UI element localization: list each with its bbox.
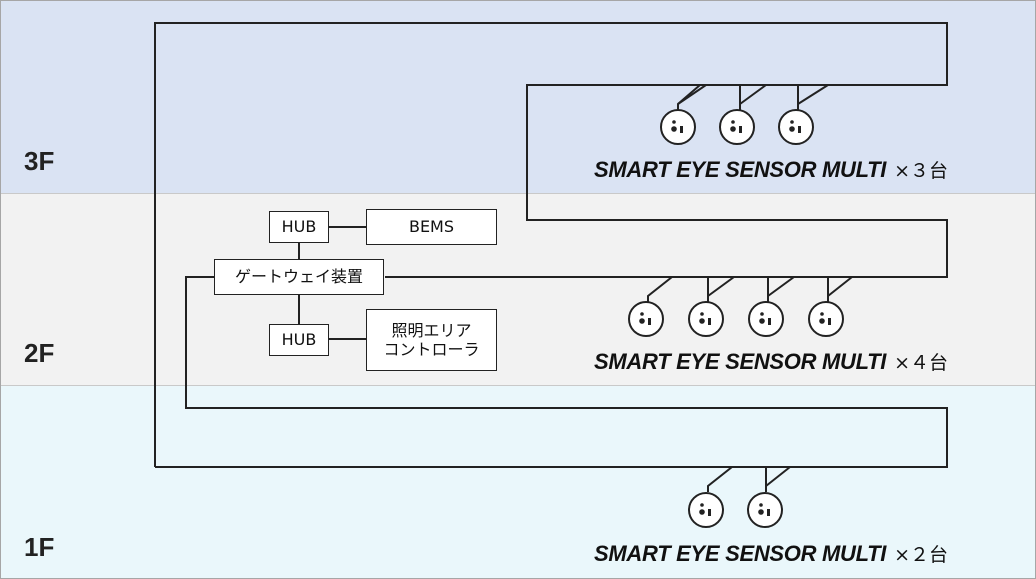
wire-outer-loop [154,22,948,467]
gateway-box: ゲートウェイ装置 [214,259,384,295]
sensors-1f [688,492,783,528]
sensor-3f-1 [660,109,696,145]
wire-2f-chain-4 [827,276,853,297]
sensor-1f-2 [747,492,783,528]
floor-label-1f: 1F [24,532,55,562]
sensor-caption-2f: SMART EYE SENSOR MULTI ×４台 [594,348,948,375]
floor-3f-zone [0,0,1036,193]
lighting-controller-line1: 照明エリア [391,320,472,340]
sensor-2f-2 [688,301,724,337]
wire-3f-chain-4 [797,84,829,105]
sensor-3f-3 [778,109,814,145]
sensor-1f-1 [688,492,724,528]
wire-1f-chain-2 [765,466,791,487]
sensor-count-3f: ×３台 [894,160,948,182]
wire-2f-chain-2 [707,276,769,302]
sensor-2f-1 [628,301,664,337]
sensor-3f-2 [719,109,755,145]
wire-3f-chain-3 [739,84,799,110]
floor-2f-zone [0,193,1036,386]
sensor-name-1f: SMART EYE SENSOR MULTI [594,541,887,566]
floor-label-2f: 2F [24,338,55,368]
sensors-3f [660,109,814,145]
sensor-name-3f: SMART EYE SENSOR MULTI [594,157,887,182]
sensors-2f [628,301,844,337]
wire-3f-chain-2 [677,84,741,110]
bems-box: BEMS [366,209,497,245]
sensor-2f-4 [808,301,844,337]
floor-1f-zone [0,386,1036,579]
hub-top-box: HUB [269,211,329,243]
sensor-name-2f: SMART EYE SENSOR MULTI [594,349,887,374]
wire-1f-chain-1 [707,466,767,492]
wire-2f-chain-3 [767,276,829,302]
sensor-caption-1f: SMART EYE SENSOR MULTI ×２台 [594,540,948,567]
wire-gateway-1f [155,276,948,468]
hub-bottom-box: HUB [269,324,329,356]
sensor-caption-3f: SMART EYE SENSOR MULTI ×３台 [594,156,948,183]
floor-label-3f: 3F [24,146,55,176]
sensor-2f-3 [748,301,784,337]
sensor-count-2f: ×４台 [894,352,948,374]
sensor-count-1f: ×２台 [894,544,948,566]
lighting-controller-box: 照明エリア コントローラ [366,309,497,371]
lighting-controller-line2: コントローラ [383,340,480,359]
wire-2f-chain-1 [647,276,709,302]
